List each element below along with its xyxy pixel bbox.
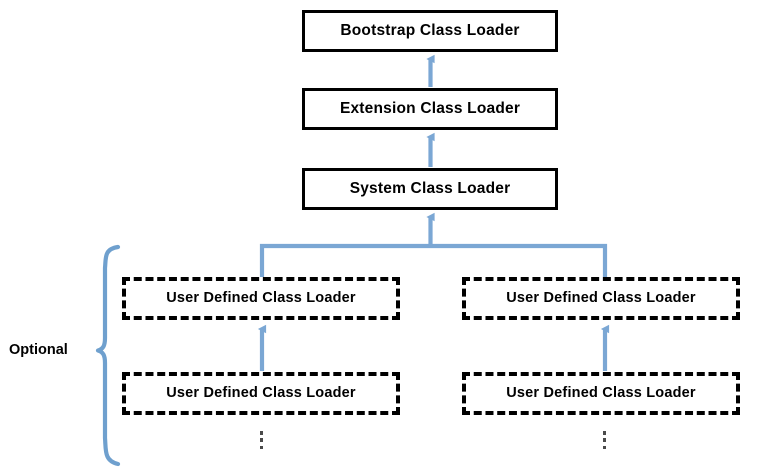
optional-label: Optional (9, 342, 68, 358)
optional-brace (95, 244, 121, 467)
node-label: User Defined Class Loader (166, 384, 356, 401)
node-bootstrap-class-loader[interactable]: Bootstrap Class Loader (302, 10, 558, 52)
node-label: Bootstrap Class Loader (340, 22, 520, 40)
vertical-ellipsis-icon-right (602, 431, 607, 449)
node-label: User Defined Class Loader (506, 384, 696, 401)
node-user-defined-class-loader-left-2[interactable]: User Defined Class Loader (122, 372, 400, 415)
node-extension-class-loader[interactable]: Extension Class Loader (302, 88, 558, 130)
node-label: Extension Class Loader (339, 100, 521, 118)
node-user-defined-class-loader-left-1[interactable]: User Defined Class Loader (122, 277, 400, 320)
node-user-defined-class-loader-right-2[interactable]: User Defined Class Loader (462, 372, 740, 415)
node-label: User Defined Class Loader (506, 289, 696, 306)
node-user-defined-class-loader-right-1[interactable]: User Defined Class Loader (462, 277, 740, 320)
node-label: System Class Loader (349, 180, 511, 198)
vertical-ellipsis-icon-left (259, 431, 264, 449)
node-system-class-loader[interactable]: System Class Loader (302, 168, 558, 210)
node-label: User Defined Class Loader (166, 289, 356, 306)
arrow-userloaders-to-system (259, 212, 608, 279)
